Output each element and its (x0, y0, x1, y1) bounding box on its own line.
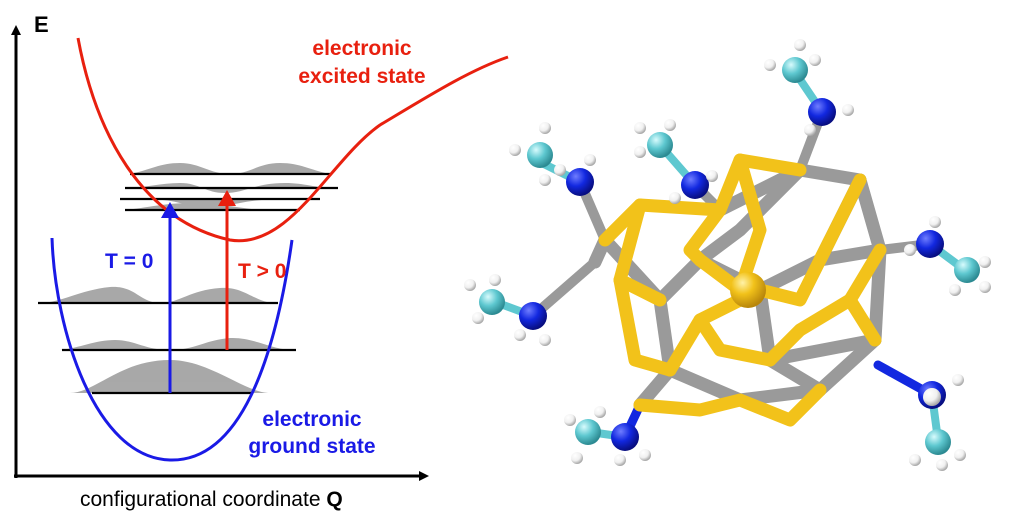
molecular-cluster (464, 39, 991, 471)
ground-levels (38, 301, 296, 395)
absorption-arrowhead-cold (161, 202, 179, 218)
excited-state-label-line1: electronic (312, 37, 412, 60)
hot-transition-label: T > 0 (238, 260, 286, 283)
y-axis-label: E (34, 12, 49, 37)
ground-state-label-line1: electronic (262, 408, 362, 431)
ground-state-curve (50, 237, 294, 462)
cc-diagram: E configurational coordinate Q (11, 12, 509, 511)
hydrogen-atoms (464, 39, 991, 471)
ligand-bonds (491, 68, 969, 444)
cluster-cage (588, 153, 887, 427)
x-axis-label: configurational coordinate Q (80, 488, 343, 511)
carbon-atoms (479, 57, 980, 455)
absorption-arrowhead-hot (218, 190, 236, 206)
excited-state-curve (76, 37, 509, 243)
ground-state-label-line2: ground state (248, 435, 375, 458)
cold-transition-label: T = 0 (105, 250, 153, 273)
excited-state-label-line2: excited state (298, 65, 425, 88)
